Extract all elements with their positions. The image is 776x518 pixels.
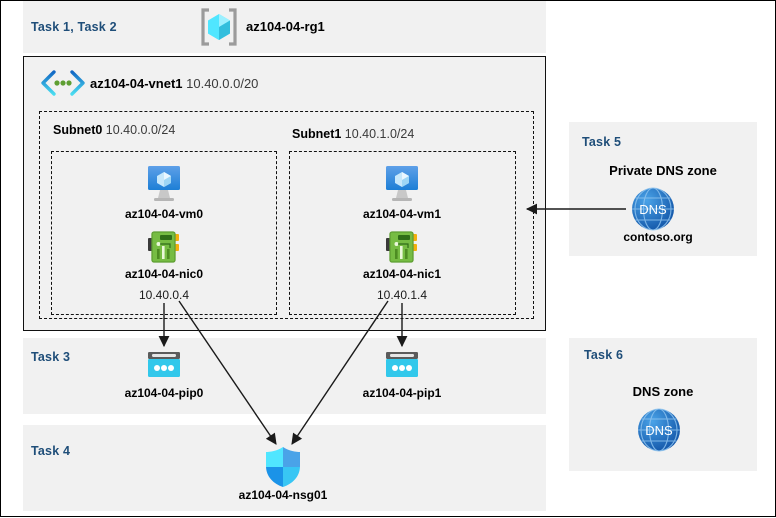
resource-group-icon	[198, 6, 240, 48]
dns-zone-icon: DNS	[635, 406, 683, 454]
rg-name-text: az104-04-rg1	[246, 19, 325, 34]
subnet1-title: Subnet1 10.40.1.0/24	[292, 127, 414, 141]
nic1-label: az104-04-nic1	[362, 267, 442, 281]
subnet0-title: Subnet0 10.40.0.0/24	[53, 123, 175, 137]
vnet-panel	[23, 56, 546, 331]
resource-group-panel	[23, 1, 546, 53]
subnet1-prefix: 10.40.1.0/24	[344, 127, 415, 141]
svg-text:DNS: DNS	[639, 202, 667, 217]
subnet0-name: Subnet0	[53, 123, 103, 137]
vm0-label: az104-04-vm0	[124, 207, 204, 221]
task-label-pip: Task 3	[31, 350, 71, 364]
public-ip-panel	[23, 338, 546, 414]
vm1-label: az104-04-vm1	[362, 207, 442, 221]
virtual-machine-icon	[381, 164, 423, 204]
subnet1-name: Subnet1	[292, 127, 342, 141]
network-interface-icon	[384, 229, 420, 265]
public-ip-icon	[384, 351, 420, 381]
private-dns-zone-name: contoso.org	[623, 230, 693, 244]
nic0-label: az104-04-nic0	[124, 267, 204, 281]
vnet-subnets-boundary	[39, 111, 534, 319]
private-dns-panel	[569, 122, 757, 256]
task-label-nsg: Task 4	[31, 444, 71, 458]
svg-text:DNS: DNS	[645, 423, 673, 438]
virtual-network-icon	[40, 69, 86, 97]
pip0-label: az104-04-pip0	[124, 386, 204, 400]
task-label-private-dns: Task 5	[582, 135, 622, 149]
task-label-public-dns: Task 6	[584, 348, 624, 362]
public-dns-heading: DNS zone	[632, 384, 694, 399]
vnet-address-space: 10.40.0.0/20	[186, 76, 259, 91]
vnet-title: az104-04-vnet1 10.40.0.0/20	[90, 76, 258, 91]
pip1-label: az104-04-pip1	[362, 386, 442, 400]
vnet-name-text: az104-04-vnet1	[90, 76, 183, 91]
nic1-ip: 10.40.1.4	[376, 288, 428, 302]
public-ip-icon	[146, 351, 182, 381]
nic0-ip: 10.40.0.4	[138, 288, 190, 302]
nsg-label: az104-04-nsg01	[238, 488, 328, 502]
resource-group-name: az104-04-rg1	[246, 19, 325, 34]
subnet0-prefix: 10.40.0.0/24	[105, 123, 176, 137]
task-label-rg: Task 1, Task 2	[31, 20, 117, 34]
network-interface-icon	[146, 229, 182, 265]
network-security-group-icon	[263, 445, 303, 489]
private-dns-heading: Private DNS zone	[609, 163, 717, 178]
dns-zone-icon: DNS	[629, 185, 677, 233]
virtual-machine-icon	[143, 164, 185, 204]
